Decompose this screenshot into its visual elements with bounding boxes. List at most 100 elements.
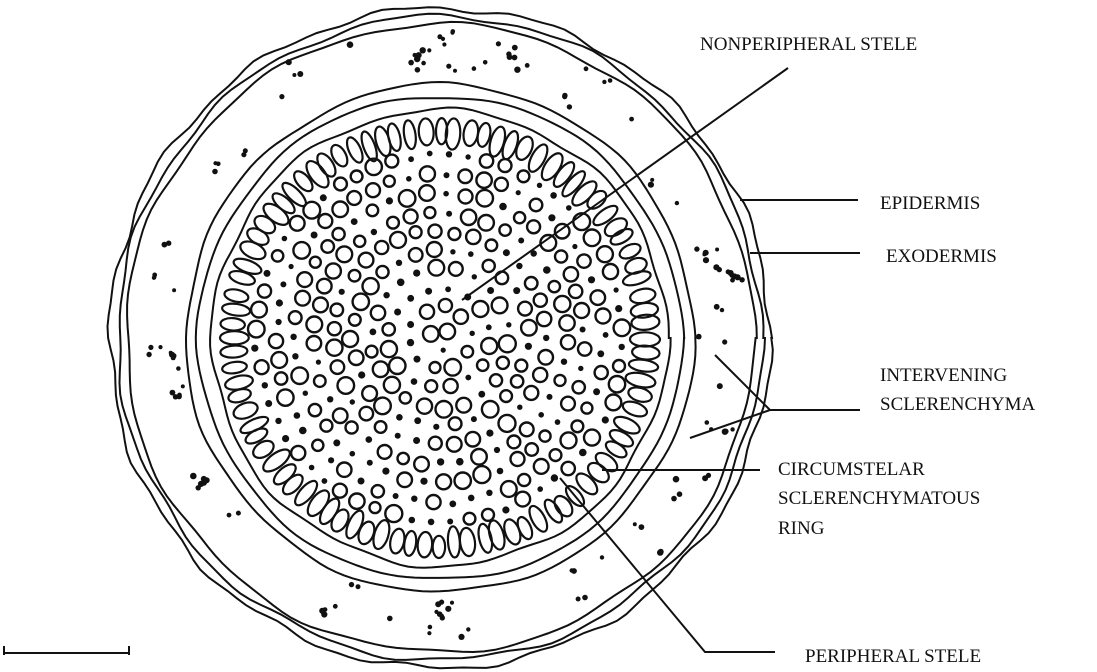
stele-cell [534, 459, 549, 474]
cortex-dot [428, 625, 433, 630]
stele-cell [349, 494, 364, 509]
stele-dot [382, 468, 389, 475]
stele-cell [372, 485, 384, 497]
stele-dot [555, 419, 561, 425]
stele-cell [333, 408, 348, 423]
stele-dot [597, 350, 604, 357]
stele-cell [410, 226, 422, 238]
stele-cell [320, 420, 332, 432]
peripheral-cell [220, 345, 248, 359]
stele-cell [376, 266, 388, 278]
stele-dot [579, 449, 587, 457]
label-intervening-1: INTERVENING [880, 365, 1008, 386]
stele-cell [349, 314, 361, 326]
stele-cell [561, 335, 575, 349]
stele-cell [385, 505, 402, 522]
peripheral-cell [251, 212, 278, 237]
stele-dot [407, 321, 414, 328]
stele-dot [370, 329, 377, 336]
stele-dot [428, 519, 435, 526]
stele-dot [516, 263, 522, 269]
stele-cell [326, 340, 342, 356]
stele-dot [393, 493, 399, 499]
peripheral-cell [458, 527, 476, 557]
stele-dot [282, 236, 288, 242]
stele-dot [513, 287, 520, 294]
peripheral-cell [291, 168, 316, 194]
cortex-dot [152, 275, 156, 279]
stele-dot [292, 353, 298, 359]
stele-dot [516, 190, 521, 195]
stele-cell [525, 277, 538, 290]
stele-cell [353, 294, 369, 310]
stele-cell [331, 304, 344, 317]
peripheral-cell [417, 532, 433, 558]
label-intervening-2: SCLERENCHYMA [880, 394, 1035, 415]
stele-dot [371, 229, 377, 235]
stele-dot [282, 435, 289, 442]
stele-dot [264, 270, 271, 277]
stele-cell [384, 377, 400, 393]
stele-cell [514, 212, 525, 223]
stele-cell [404, 210, 418, 224]
cortex-dot [703, 258, 708, 263]
stele-cell [440, 324, 456, 340]
stele-cell [606, 395, 622, 411]
stele-dot [478, 391, 485, 398]
stele-dot [414, 417, 421, 424]
stele-cell [449, 262, 463, 276]
stele-dot [506, 322, 511, 327]
stele-cell [518, 170, 530, 182]
peripheral-cell [238, 414, 270, 437]
cortex-dot [172, 288, 176, 292]
stele-dot [350, 399, 355, 404]
stele-dot [446, 151, 452, 157]
stele-dot [339, 289, 345, 295]
peripheral-cell [243, 425, 269, 446]
stele-dot [486, 430, 493, 437]
peripheral-cell [526, 503, 551, 534]
cortex-dot [236, 511, 241, 516]
peripheral-cell [260, 445, 294, 475]
stele-dot [572, 244, 577, 249]
stele-cell [295, 291, 310, 306]
stele-cell [321, 240, 334, 253]
cortex-dot [450, 601, 454, 605]
stele-cell [370, 502, 381, 513]
cortex-dot [172, 353, 177, 358]
stele-cell [596, 309, 611, 324]
cortex-dot [286, 59, 292, 65]
cortex-dot [440, 614, 444, 618]
stele-cell [537, 312, 551, 326]
stele-dot [518, 238, 524, 244]
stele-cell [555, 250, 567, 262]
stele-dot [396, 414, 403, 421]
stele-cell [448, 228, 460, 240]
cortex-dot [582, 595, 588, 601]
stele-dot [550, 192, 557, 199]
stele-cell [499, 224, 510, 235]
cortex-dot [696, 334, 702, 340]
stele-dot [450, 249, 455, 254]
cortex-dot [706, 473, 711, 478]
cortex-dot [201, 476, 207, 482]
stele-cell [499, 159, 512, 172]
stele-dot [551, 474, 558, 481]
peripheral-stele-cells [220, 118, 660, 558]
stele-cell [478, 215, 494, 231]
stele-dot [409, 517, 416, 524]
stele-dot [350, 451, 356, 457]
stele-cell [414, 457, 429, 472]
stele-cell [291, 446, 305, 460]
stele-cell [387, 217, 399, 229]
stele-cell [471, 449, 487, 465]
stele-cell [309, 404, 321, 416]
peripheral-cell [584, 459, 612, 486]
stele-cell [385, 155, 398, 168]
stele-cell [499, 335, 516, 352]
stele-cell [454, 310, 468, 324]
stele-cell [496, 272, 509, 285]
label-nonperipheral-stele: NONPERIPHERAL STELE [700, 34, 917, 55]
stele-cell [436, 474, 451, 489]
